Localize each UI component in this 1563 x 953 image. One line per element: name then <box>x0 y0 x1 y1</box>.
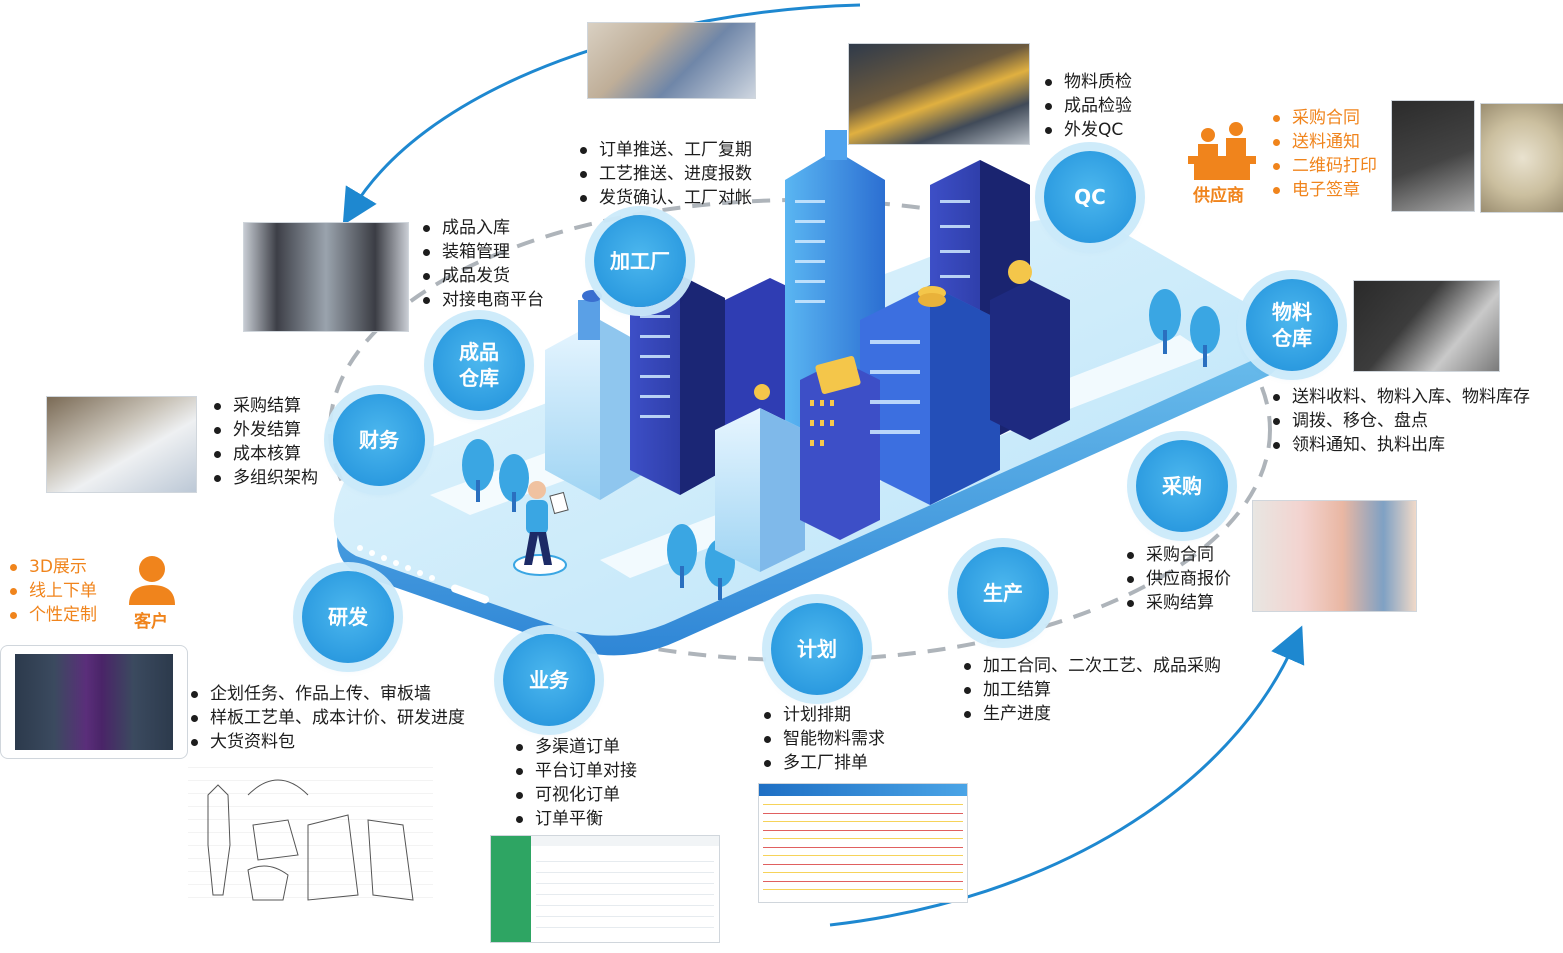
node-wuliao-cangku[interactable]: 物料仓库 <box>1246 279 1338 371</box>
planning-system-screenshot <box>758 783 968 903</box>
list-item: 发货确认、工厂对帐 <box>577 186 752 210</box>
list-item: 线上下单 <box>7 579 97 603</box>
list-item: 计划排期 <box>761 703 885 727</box>
list-item: 对接电商平台 <box>420 288 544 312</box>
list-item: 领料通知、执料出库 <box>1270 433 1530 457</box>
list-item: 装箱管理 <box>420 240 544 264</box>
fabric-roll-photo <box>1480 103 1563 213</box>
node-shengchan[interactable]: 生产 <box>957 547 1049 639</box>
list-item: 成本核算 <box>211 442 318 466</box>
list-item: 送料收料、物料入库、物料库存 <box>1270 385 1530 409</box>
customer-label: 客户 <box>134 612 168 632</box>
list-item: 采购合同 <box>1124 543 1231 567</box>
list-wuliao: 送料收料、物料入库、物料库存 调拨、移仓、盘点 领料通知、执料出库 <box>1270 385 1530 457</box>
list-item: 多工厂排单 <box>761 751 885 775</box>
list-item: 采购结算 <box>211 394 318 418</box>
list-caigou: 采购合同 供应商报价 采购结算 <box>1124 543 1231 615</box>
supplier-icon <box>1188 122 1256 180</box>
list-yewu: 多渠道订单 平台订单对接 可视化订单 订单平衡 <box>513 735 637 831</box>
list-item: 工艺推送、进度报数 <box>577 162 752 186</box>
node-caigou[interactable]: 采购 <box>1136 440 1228 532</box>
list-chengpin: 成品入库 装箱管理 成品发货 对接电商平台 <box>420 216 544 312</box>
list-qc: 物料质检 成品检验 外发QC <box>1042 70 1132 142</box>
list-item: 多组织架构 <box>211 466 318 490</box>
list-item: 平台订单对接 <box>513 759 637 783</box>
list-item: 订单推送、工厂复期 <box>577 138 752 162</box>
3d-suit-tablet-photo <box>0 645 188 759</box>
person-figure <box>513 481 569 576</box>
list-item: 采购合同 <box>1270 106 1377 130</box>
list-item: 成品检验 <box>1042 94 1132 118</box>
list-item: 样板工艺单、成本计价、研发进度 <box>188 706 465 730</box>
qr-label-photo <box>1391 100 1475 212</box>
list-item: 二维码打印 <box>1270 154 1377 178</box>
list-jiagongchang: 订单推送、工厂复期 工艺推送、进度报数 发货确认、工厂对帐 <box>577 138 752 210</box>
list-item: 可视化订单 <box>513 783 637 807</box>
list-item: 外发QC <box>1042 118 1132 142</box>
top-flow-arrow <box>342 3 861 226</box>
node-jihua[interactable]: 计划 <box>771 603 863 695</box>
buildings <box>545 130 1070 572</box>
list-item: 外发结算 <box>211 418 318 442</box>
node-yanfa[interactable]: 研发 <box>302 571 394 663</box>
pattern-sketch-photo <box>188 765 433 910</box>
node-yewu[interactable]: 业务 <box>503 634 595 726</box>
list-caiwu: 采购结算 外发结算 成本核算 多组织架构 <box>211 394 318 490</box>
list-item: 多渠道订单 <box>513 735 637 759</box>
list-item: 加工合同、二次工艺、成品采购 <box>961 654 1221 678</box>
warehouse-garments-photo <box>243 222 409 332</box>
list-shengchan: 加工合同、二次工艺、成品采购 加工结算 生产进度 <box>961 654 1221 726</box>
trees <box>462 289 1220 600</box>
node-chengpin-cangku[interactable]: 成品仓库 <box>433 319 525 411</box>
list-item: 订单平衡 <box>513 807 637 831</box>
node-qc[interactable]: QC <box>1044 151 1136 243</box>
list-item: 送料通知 <box>1270 130 1377 154</box>
material-warehouse-photo <box>1353 280 1500 372</box>
node-caiwu[interactable]: 财务 <box>333 394 425 486</box>
phone-speaker <box>357 545 435 581</box>
node-jiagongchang[interactable]: 加工厂 <box>594 215 686 307</box>
phone-home-button <box>450 584 490 604</box>
factory-sewing-photo <box>587 22 756 99</box>
purchase-showroom-photo <box>1252 500 1417 612</box>
list-item: 生产进度 <box>961 702 1221 726</box>
list-item: 供应商报价 <box>1124 567 1231 591</box>
qc-inspection-photo <box>848 43 1030 145</box>
list-item: 调拨、移仓、盘点 <box>1270 409 1530 433</box>
list-item: 物料质检 <box>1042 70 1132 94</box>
list-customer: 3D展示 线上下单 个性定制 <box>7 555 97 627</box>
list-supplier: 采购合同 送料通知 二维码打印 电子签章 <box>1270 106 1377 202</box>
list-item: 3D展示 <box>7 555 97 579</box>
list-item: 企划任务、作品上传、审板墙 <box>188 682 465 706</box>
list-item: 大货资料包 <box>188 730 465 754</box>
finance-calculator-photo <box>46 396 197 493</box>
list-item: 加工结算 <box>961 678 1221 702</box>
order-system-screenshot <box>490 835 720 943</box>
list-item: 电子签章 <box>1270 178 1377 202</box>
list-item: 成品入库 <box>420 216 544 240</box>
supplier-label: 供应商 <box>1193 186 1244 206</box>
list-item: 个性定制 <box>7 603 97 627</box>
bottom-flow-arrow <box>829 625 1305 927</box>
list-jihua: 计划排期 智能物料需求 多工厂排单 <box>761 703 885 775</box>
list-item: 采购结算 <box>1124 591 1231 615</box>
list-yanfa: 企划任务、作品上传、审板墙 样板工艺单、成本计价、研发进度 大货资料包 <box>188 682 465 754</box>
list-item: 智能物料需求 <box>761 727 885 751</box>
list-item: 成品发货 <box>420 264 544 288</box>
customer-icon <box>129 556 175 605</box>
